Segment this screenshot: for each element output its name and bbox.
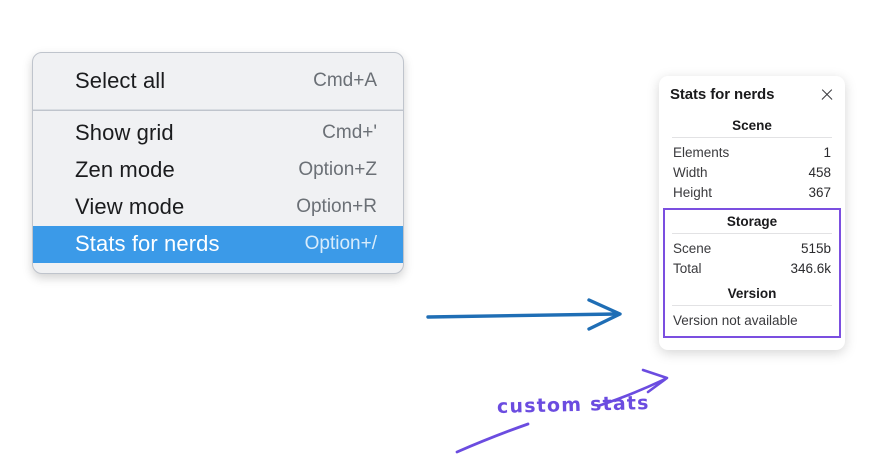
storage-section: Storage Scene 515b Total 346.6k	[670, 212, 834, 278]
divider	[672, 137, 832, 138]
stat-row: Height 367	[670, 182, 834, 202]
stat-row: Total 346.6k	[670, 258, 834, 278]
version-not-available-text: Version not available	[673, 313, 798, 328]
custom-stats-highlight-box: Storage Scene 515b Total 346.6k Version …	[663, 208, 841, 338]
stat-row: Scene 515b	[670, 238, 834, 258]
purple-underline-annotation	[455, 422, 530, 454]
blue-arrow-annotation	[426, 298, 622, 331]
custom-stats-annotation-label: custom stats	[496, 392, 650, 418]
stat-label: Height	[673, 184, 713, 200]
menu-item-label: Select all	[75, 68, 166, 93]
stat-label: Elements	[673, 144, 730, 160]
menu-item-show-grid[interactable]: Show grid Cmd+'	[33, 115, 403, 152]
stat-row: Elements 1	[670, 142, 834, 162]
stat-value: 346.6k	[790, 260, 831, 276]
menu-item-label: Zen mode	[75, 157, 175, 182]
context-menu[interactable]: Select all Cmd+A Show grid Cmd+' Zen mod…	[32, 52, 404, 274]
stat-value: 367	[808, 184, 831, 200]
menu-item-shortcut: Option+/	[304, 233, 377, 254]
stat-value: 515b	[800, 240, 831, 256]
menu-item-shortcut: Cmd+'	[322, 122, 377, 143]
divider	[672, 233, 832, 234]
menu-item-stats-for-nerds[interactable]: Stats for nerds Option+/	[33, 226, 403, 263]
divider	[672, 305, 832, 306]
menu-item-shortcut: Option+Z	[298, 159, 377, 180]
menu-item-label: View mode	[75, 194, 185, 219]
stat-label: Total	[673, 260, 702, 276]
stat-row: Width 458	[670, 162, 834, 182]
menu-item-select-all[interactable]: Select all Cmd+A	[33, 63, 403, 100]
menu-divider	[33, 109, 403, 111]
scene-section-heading: Scene	[732, 118, 772, 133]
stats-panel-header: Stats for nerds	[670, 86, 834, 103]
menu-item-label: Stats for nerds	[75, 231, 220, 256]
stat-value: 1	[823, 144, 831, 160]
stats-for-nerds-panel: Stats for nerds Scene Elements 1 Width 4…	[659, 76, 845, 350]
stat-value: 458	[808, 164, 831, 180]
menu-item-label: Show grid	[75, 120, 174, 145]
stat-label: Width	[673, 164, 708, 180]
menu-item-zen-mode[interactable]: Zen mode Option+Z	[33, 152, 403, 189]
stats-panel-title: Stats for nerds	[670, 86, 775, 103]
menu-section-1: Select all Cmd+A	[33, 53, 403, 109]
menu-section-2: Show grid Cmd+' Zen mode Option+Z View m…	[33, 111, 403, 273]
scene-section: Scene Elements 1 Width 458 Height 367	[670, 116, 834, 202]
version-section: Version Version not available	[670, 278, 834, 331]
close-icon[interactable]	[819, 87, 834, 102]
storage-section-heading: Storage	[726, 214, 778, 229]
menu-item-shortcut: Cmd+A	[313, 70, 377, 91]
menu-item-shortcut: Option+R	[296, 196, 377, 217]
version-section-heading: Version	[727, 286, 777, 301]
stat-label: Scene	[673, 240, 712, 256]
menu-item-view-mode[interactable]: View mode Option+R	[33, 189, 403, 226]
